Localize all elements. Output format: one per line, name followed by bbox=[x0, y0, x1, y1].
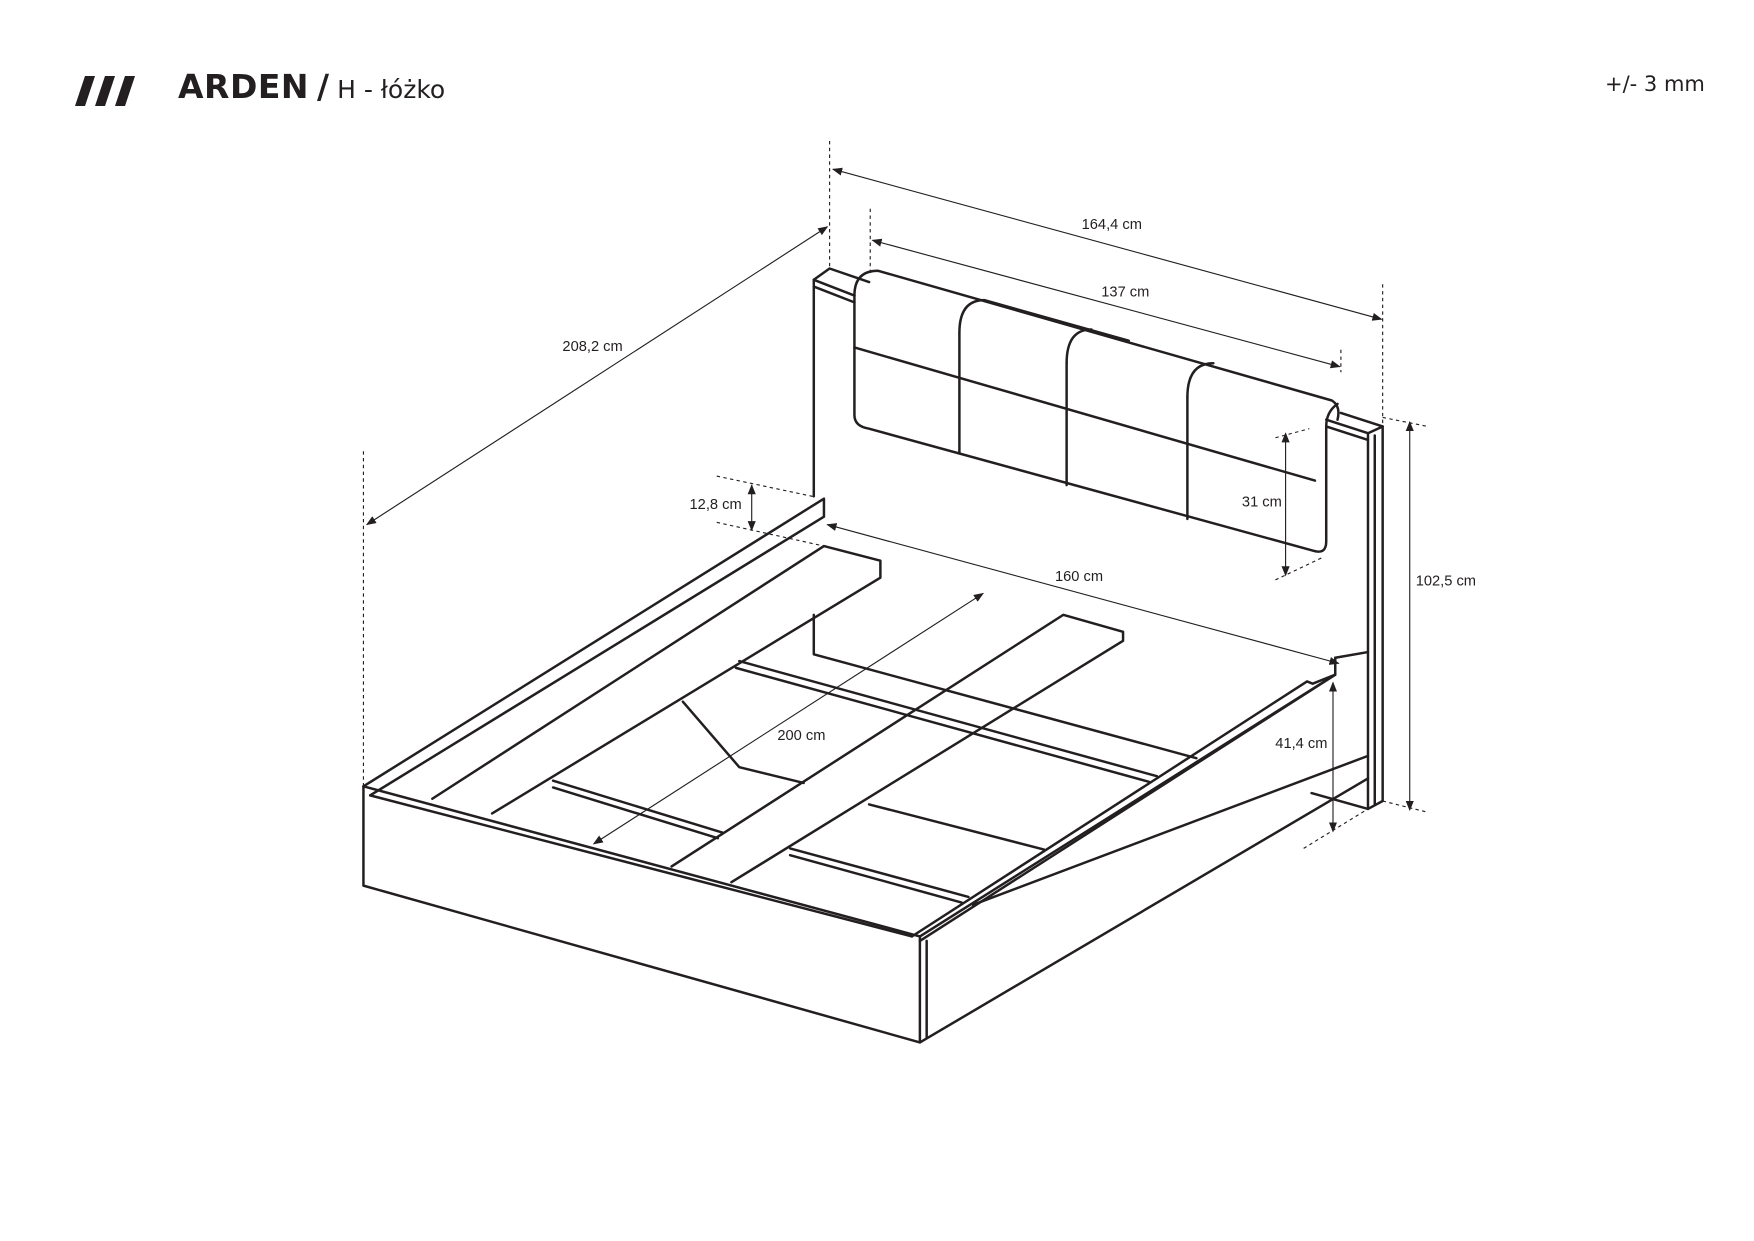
dim-arrow-200 bbox=[592, 592, 984, 845]
dim-arrow-137 bbox=[871, 238, 1341, 369]
product-type: H - łóżko bbox=[337, 75, 446, 104]
dim-label-mattress-length: 200 cm bbox=[777, 728, 825, 744]
page-title: ARDEN/H - łóżko bbox=[178, 70, 445, 103]
dim-arrow-208 bbox=[365, 226, 829, 526]
triple-slash-logo-icon bbox=[75, 76, 135, 106]
dimension-labels: 164,4 cm 137 cm 208,2 cm 12,8 cm 31 cm 1… bbox=[562, 217, 1476, 752]
dim-label-frame-height: 41,4 cm bbox=[1275, 736, 1327, 752]
dim-label-total-length: 208,2 cm bbox=[562, 339, 622, 355]
title-separator: / bbox=[317, 67, 330, 106]
tolerance-note: +/- 3 mm bbox=[1605, 72, 1705, 96]
bed-outline bbox=[362, 267, 1384, 1044]
dimension-lines bbox=[362, 141, 1428, 849]
dim-label-total-width: 164,4 cm bbox=[1082, 217, 1142, 233]
dim-label-total-height: 102,5 cm bbox=[1416, 574, 1476, 590]
dim-label-side-rail-height: 12,8 cm bbox=[690, 497, 742, 513]
dim-label-cushion-height: 31 cm bbox=[1242, 495, 1282, 511]
dim-label-mattress-width: 160 cm bbox=[1055, 569, 1103, 585]
dim-label-cushion-width: 137 cm bbox=[1101, 285, 1149, 301]
dim-arrow-160 bbox=[826, 523, 1340, 665]
product-name: ARDEN bbox=[178, 67, 310, 106]
header: ARDEN/H - łóżko +/- 3 mm bbox=[0, 0, 1754, 130]
